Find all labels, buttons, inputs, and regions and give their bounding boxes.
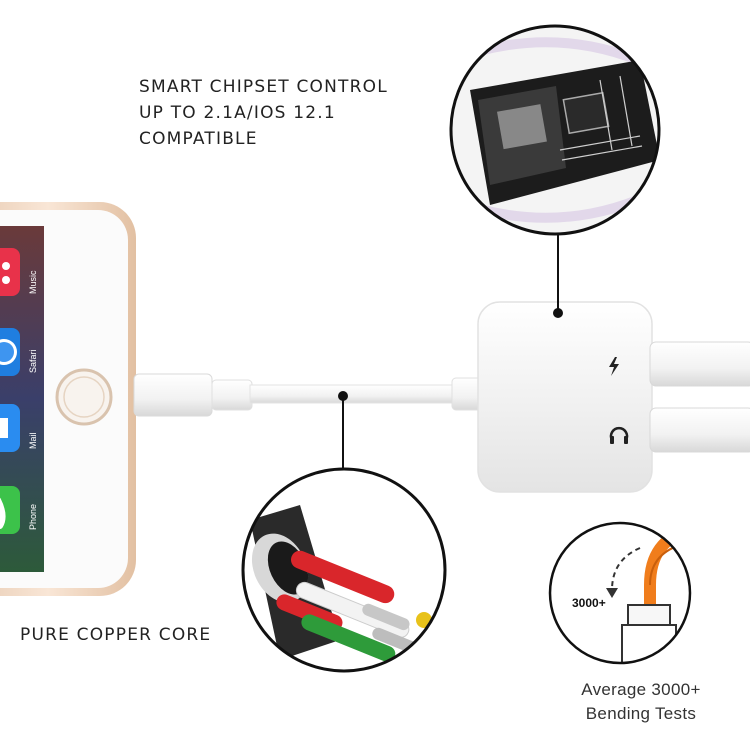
music-app-icon bbox=[0, 248, 20, 296]
chipset-feature-label: SMART CHIPSET CONTROL UP TO 2.1A/IOS 12.… bbox=[139, 74, 388, 152]
magnifier-ring bbox=[449, 24, 661, 236]
chipset-line-1: SMART CHIPSET CONTROL bbox=[139, 77, 388, 97]
callout-lines bbox=[338, 234, 563, 470]
lightning-plug bbox=[133, 373, 213, 417]
headphone-plug bbox=[649, 407, 750, 453]
phone-app-dock bbox=[0, 248, 20, 534]
chipset-magnifier bbox=[449, 24, 661, 236]
bending-line-2: Bending Tests bbox=[585, 704, 697, 723]
bend-count-label: 3000+ bbox=[572, 596, 606, 610]
cable-body bbox=[249, 384, 461, 404]
headphone-icon bbox=[609, 426, 629, 444]
magnifier-ring bbox=[241, 467, 447, 673]
app-label-safari: Safari bbox=[28, 349, 38, 373]
splitter-adapter bbox=[477, 301, 750, 493]
copper-core-label: PURE COPPER CORE bbox=[20, 625, 212, 645]
bending-line-1: Average 3000+ bbox=[581, 680, 701, 699]
copper-wire-magnifier bbox=[241, 467, 447, 673]
chipset-line-3: COMPATIBLE bbox=[139, 129, 258, 149]
phone-app-icon bbox=[0, 486, 20, 534]
adapter-body bbox=[477, 301, 653, 493]
charging-plug bbox=[649, 341, 750, 387]
bend-ring bbox=[548, 521, 692, 665]
iphone bbox=[0, 202, 136, 596]
mail-app-icon bbox=[0, 404, 20, 452]
home-button bbox=[55, 368, 113, 426]
charging-bolt-icon bbox=[609, 357, 619, 376]
app-label-phone: Phone bbox=[28, 503, 38, 530]
bend-test-icon bbox=[548, 521, 692, 665]
chipset-line-2: UP TO 2.1A/IOS 12.1 bbox=[139, 103, 336, 123]
app-label-music: Music bbox=[28, 270, 38, 294]
lightning-cable bbox=[133, 373, 489, 417]
app-label-mail: Mail bbox=[28, 432, 38, 449]
bending-tests-label: Average 3000+ Bending Tests bbox=[556, 678, 726, 726]
